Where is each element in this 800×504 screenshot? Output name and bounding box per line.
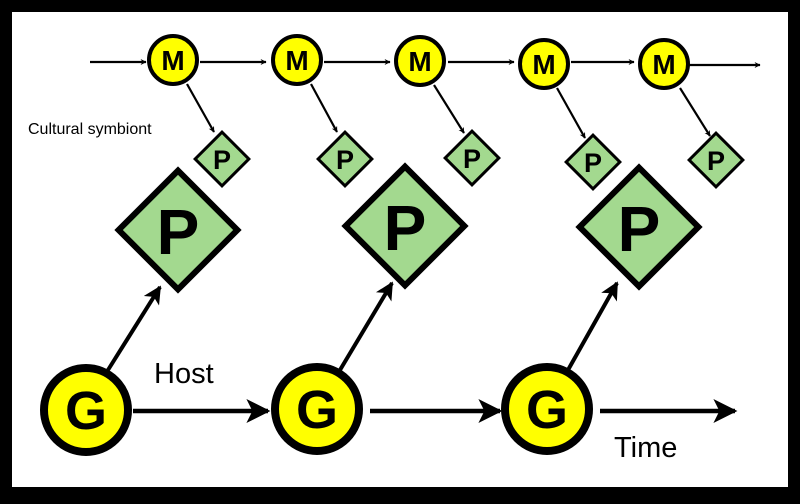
small-phenotype-label: P <box>707 146 725 176</box>
gene-node-3: G <box>501 363 593 455</box>
cultural-symbiont-label: Cultural symbiont <box>28 121 152 138</box>
host-label: Host <box>154 358 214 390</box>
small-phenotype-label: P <box>463 144 481 174</box>
gene-node-label: G <box>296 380 338 440</box>
small-phenotype-3: P <box>443 129 501 187</box>
small-phenotype-label: P <box>336 145 354 175</box>
meme-to-phenotype-arrows <box>186 83 711 139</box>
meme-node-label: M <box>532 49 555 80</box>
large-phenotype-3: P <box>575 163 703 291</box>
meme-node-label: M <box>285 45 308 76</box>
meme-node-1: M <box>147 34 199 86</box>
meme-node-label: M <box>161 45 184 76</box>
gene-phenotype-arrow-3 <box>566 281 619 371</box>
gene-to-phenotype-arrows <box>106 281 619 372</box>
meme-node-3: M <box>394 35 446 87</box>
gene-node-label: G <box>65 381 107 441</box>
small-phenotype-group: P P P P P <box>193 129 745 191</box>
meme-node-4: M <box>518 38 570 90</box>
gene-node-2: G <box>271 363 363 455</box>
small-phenotype-2: P <box>316 130 374 188</box>
large-phenotype-group: P P P <box>114 162 703 294</box>
gene-phenotype-arrow-1 <box>106 285 162 372</box>
time-label: Time <box>614 432 677 464</box>
large-phenotype-label: P <box>157 196 200 268</box>
meme-node-5: M <box>638 38 690 90</box>
gene-phenotype-arrow-2 <box>338 281 394 372</box>
meme-node-group: M M M M M <box>147 34 690 90</box>
large-phenotype-label: P <box>618 193 661 265</box>
small-phenotype-5: P <box>687 131 745 189</box>
meme-node-2: M <box>271 34 323 86</box>
meme-node-label: M <box>408 46 431 77</box>
meme-node-label: M <box>652 49 675 80</box>
small-phenotype-label: P <box>213 145 231 175</box>
meme-phenotype-arrow-5 <box>679 87 711 137</box>
meme-phenotype-arrow-4 <box>556 87 586 139</box>
large-phenotype-2: P <box>341 162 469 290</box>
small-phenotype-4: P <box>564 133 622 191</box>
small-phenotype-label: P <box>584 148 602 178</box>
large-phenotype-label: P <box>384 192 427 264</box>
small-phenotype-1: P <box>193 130 251 188</box>
large-phenotype-1: P <box>114 166 242 294</box>
meme-phenotype-arrow-2 <box>310 83 338 133</box>
gene-node-group: G G G <box>40 363 593 456</box>
meme-lineage-arrows <box>90 59 761 68</box>
meme-phenotype-arrow-1 <box>186 83 215 133</box>
gene-node-label: G <box>526 380 568 440</box>
meme-phenotype-arrow-3 <box>433 84 465 134</box>
gene-node-1: G <box>40 364 132 456</box>
